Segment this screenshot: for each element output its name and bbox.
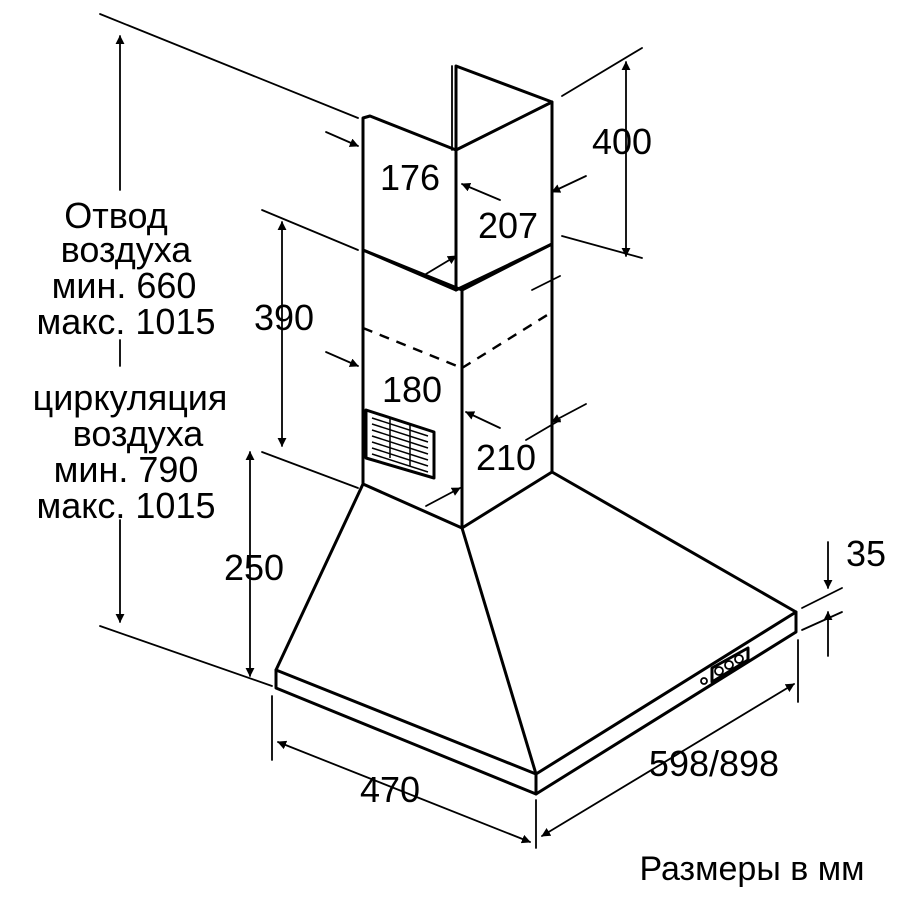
dim-label-width: 598/898 [649,743,779,784]
dim-arrow-180-right [465,411,501,429]
control-knob-2 [724,660,734,670]
dim-label-35: 35 [846,533,886,574]
indicator-light [700,677,708,685]
dim-line-width [541,683,795,837]
dimension-labels: Отвод воздуха мин. 660 макс. 1015 циркул… [33,121,886,888]
dim-label-207: 207 [478,205,538,246]
dim-label-400: 400 [592,121,652,162]
dim-arrow-210-top [551,403,587,423]
dim-arrow-176-right [461,182,501,201]
dim-label-176: 176 [380,157,440,198]
dim-arrow-176 [325,131,359,147]
recirculation-label-line2: воздуха [73,413,205,454]
telescope-overlap-line [362,326,463,370]
control-knob-1 [714,666,724,676]
dim-label-210: 210 [476,437,536,478]
dim-line-470 [277,740,531,844]
air-outlet-label-line2: воздуха [61,229,193,270]
dim-arrow-210-bottom [425,487,461,507]
dim-label-390: 390 [254,297,314,338]
air-outlet-label-line1: Отвод [64,195,167,236]
vent-grill [364,408,436,480]
dim-label-250: 250 [224,547,284,588]
control-knob-3 [734,654,744,664]
units-caption: Размеры в мм [639,850,864,888]
dim-arrow-207-bottom [425,255,457,275]
hood-drawing [274,64,798,796]
dim-arrow-180-left [325,351,359,367]
recirculation-min-label: мин. 790 [54,449,199,490]
dimension-lines [115,35,833,844]
dim-arrow-207-top [551,175,587,193]
hood-canopy [274,470,798,796]
recirculation-label-line1: циркуляция [33,377,228,418]
recirculation-max-label: макс. 1015 [36,485,215,526]
air-outlet-min-label: мин. 660 [52,265,197,306]
air-outlet-max-label: макс. 1015 [36,301,215,342]
dim-label-180: 180 [382,369,442,410]
dim-label-470: 470 [360,769,420,810]
